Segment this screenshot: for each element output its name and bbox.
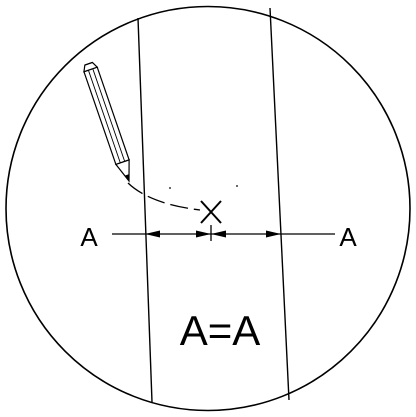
- pencil-path: [127, 182, 201, 211]
- cross-mark-icon: [200, 200, 222, 224]
- pencil-icon: [83, 61, 130, 183]
- board-left-edge: [137, 17, 153, 403]
- frame-circle: [5, 5, 411, 412]
- guide-dot: [169, 187, 171, 189]
- arrow-center-left: [196, 230, 211, 238]
- arrow-center-right: [211, 230, 226, 238]
- equation-label: A=A: [180, 307, 261, 354]
- arrow-right-edge: [266, 230, 281, 238]
- right-label: A: [339, 222, 357, 252]
- left-label: A: [80, 222, 98, 252]
- arrow-left-edge: [145, 230, 160, 238]
- board-right-edge: [269, 7, 290, 401]
- guide-dot: [236, 185, 238, 187]
